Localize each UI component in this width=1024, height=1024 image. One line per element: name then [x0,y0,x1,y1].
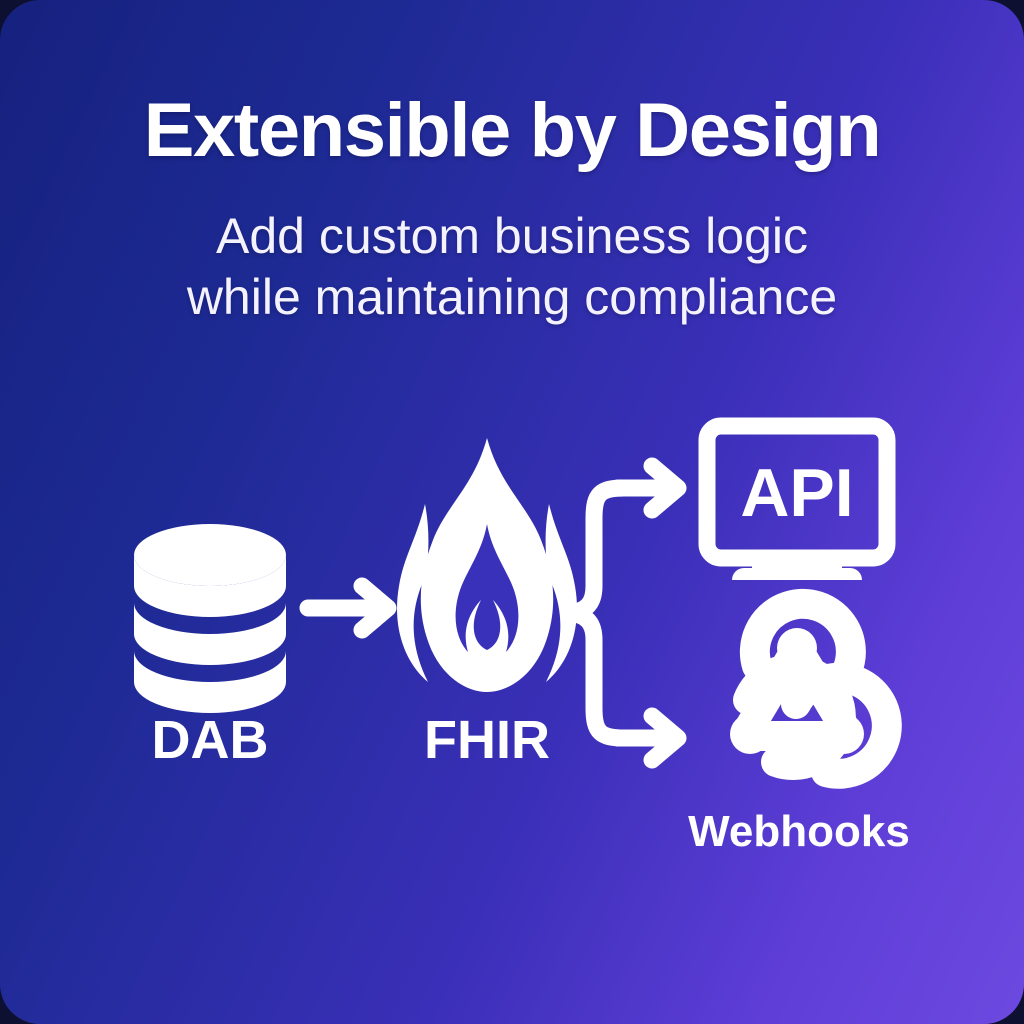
database-icon [134,524,286,713]
monitor-icon: API [698,417,896,580]
arrow-right-icon-dab-fhir [299,577,397,639]
page-subtitle: Add custom business logic while maintain… [0,206,1024,328]
node-label-dab: DAB [152,710,269,770]
node-label-fhir: FHIR [424,710,550,770]
monitor-screen-text: API [740,455,853,531]
arrow-right-icon-api [609,457,687,519]
architecture-diagram: DAB FHIR [0,400,1024,900]
node-label-webhooks: Webhooks [688,807,910,856]
heading-block: Extensible by Design Add custom business… [0,92,1024,328]
arrow-right-icon-webhooks [609,707,687,769]
webhooks-icon [730,588,902,789]
subtitle-line-1: Add custom business logic [216,207,808,264]
page-title: Extensible by Design [143,88,882,173]
flame-icon [397,438,577,692]
curly-brace-icon [561,479,633,747]
subtitle-line-2: while maintaining compliance [186,268,838,325]
